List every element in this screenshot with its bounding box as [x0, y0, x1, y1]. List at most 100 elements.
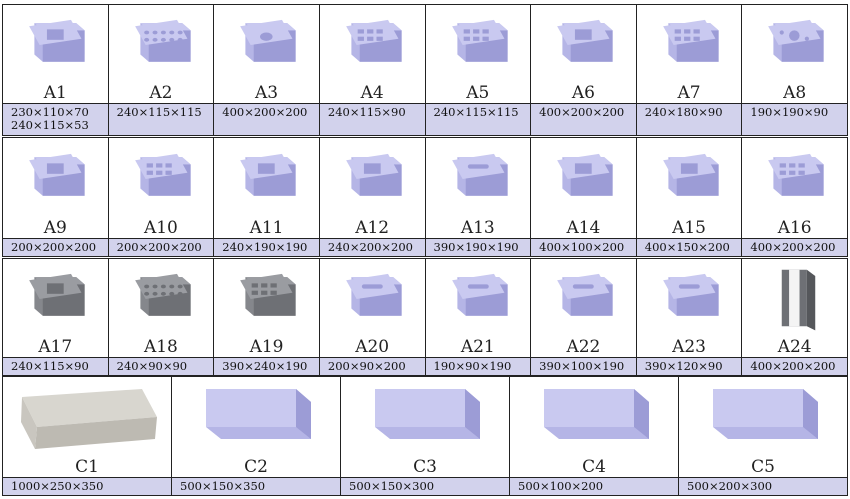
block-code-label: C1: [75, 457, 99, 477]
dimension-text: 240×180×90: [644, 105, 723, 119]
curbstone-icon: [172, 377, 340, 457]
block-code-label: A24: [777, 337, 812, 357]
block-dimensions: 240×190×190: [214, 239, 320, 257]
block-code-label: A5: [466, 83, 490, 103]
catalog-cell: A4: [319, 4, 426, 104]
block-code-label: A22: [566, 337, 601, 357]
block-code-label: C2: [244, 457, 268, 477]
block-dimensions: 400×100×200: [531, 239, 637, 257]
concrete-curbstone-icon: [3, 377, 171, 457]
dimension-text: 500×100×200: [518, 479, 604, 493]
block-code-label: C5: [751, 457, 775, 477]
block-dimensions: 400×200×200: [214, 104, 320, 136]
dimension-text: 200×90×200: [327, 359, 406, 373]
block-code-label: A11: [249, 218, 284, 238]
dimension-text: 240×115×115: [433, 105, 519, 119]
curbstone-icon: [341, 377, 509, 457]
block-code-label: A19: [249, 337, 284, 357]
catalog-cell: A14: [531, 137, 637, 239]
double-cell-block-icon: [742, 138, 847, 218]
dimension-text: 390×190×190: [433, 240, 519, 254]
dimension-text: 400×200×200: [222, 105, 308, 119]
block-dimensions: 500×100×200: [510, 478, 679, 496]
block-dimensions: 240×115×90: [319, 104, 426, 136]
catalog-cell: A7: [636, 4, 743, 104]
block-code-label: A1: [43, 83, 67, 103]
catalog-cell: A15: [636, 137, 743, 239]
upright-slot-block-icon: [320, 259, 425, 337]
block-code-label: A2: [149, 83, 173, 103]
single-cell-block-icon: [3, 138, 108, 218]
multi-hole-block-icon: [426, 5, 531, 83]
block-dimensions: 390×240×190: [214, 358, 320, 376]
catalog-cell: C3: [341, 376, 510, 478]
dimension-text: 400×100×200: [539, 240, 625, 254]
catalog-cell: C1: [2, 376, 172, 478]
block-dimensions: 400×150×200: [636, 239, 743, 257]
round-hole-block-icon: [214, 5, 319, 83]
perforated-brick-icon: [109, 5, 214, 83]
block-code-label: C4: [582, 457, 606, 477]
catalog-cell: A2: [108, 4, 215, 104]
dimension-text: 400×150×200: [644, 240, 730, 254]
block-dimensions: 400×200×200: [742, 358, 848, 376]
block-code-label: A21: [460, 337, 495, 357]
dimension-text: 240×115×115: [116, 105, 202, 119]
block-dimensions: 390×100×190: [531, 358, 637, 376]
block-dimensions: 200×90×200: [319, 358, 426, 376]
block-code-label: A16: [777, 218, 812, 238]
block-dimensions: 190×190×90: [742, 104, 848, 136]
catalog-cell: C5: [679, 376, 848, 478]
dimension-text: 200×200×200: [11, 240, 97, 254]
block-code-label: A20: [355, 337, 390, 357]
block-dimensions: 1000×250×350: [2, 478, 172, 496]
block-code-label: A12: [355, 218, 390, 238]
catalog-cell: C4: [510, 376, 679, 478]
catalog-cell: A9: [2, 137, 109, 239]
block-dimensions: 200×200×200: [108, 239, 215, 257]
block-code-label: A18: [143, 337, 178, 357]
catalog-cell: A3: [214, 4, 320, 104]
block-code-label: A23: [672, 337, 707, 357]
catalog-cell: A16: [742, 137, 848, 239]
catalog-cell: A12: [319, 137, 426, 239]
dimension-text: 200×200×200: [116, 240, 202, 254]
lintel-block-icon: [320, 138, 425, 218]
catalog-cell: A6: [531, 4, 637, 104]
catalog-cell: A20: [319, 258, 426, 358]
catalog-cell: A23: [636, 258, 743, 358]
dimension-text: 240×190×190: [222, 240, 308, 254]
dimension-text: 500×150×300: [349, 479, 435, 493]
dimension-text: 240×115×90: [327, 105, 406, 119]
block-code-label: A3: [255, 83, 279, 103]
four-cell-block-icon: [109, 138, 214, 218]
block-dimensions: 500×200×300: [679, 478, 848, 496]
catalog-cell: A18: [108, 258, 215, 358]
block-dimensions: 240×200×200: [319, 239, 426, 257]
dimension-text: 1000×250×350: [11, 479, 104, 493]
dimension-text: 400×200×200: [539, 105, 625, 119]
dimension-text: 390×100×190: [539, 359, 625, 373]
block-code-label: A15: [672, 218, 707, 238]
grey-hollow-brick-icon: [3, 259, 108, 337]
catalog-cell: A13: [425, 137, 532, 239]
dimension-text: 500×200×300: [687, 479, 773, 493]
grid-hole-block-icon: [637, 5, 742, 83]
block-code-label: A13: [460, 218, 495, 238]
hollow-block-icon: [637, 138, 742, 218]
block-code-label: A8: [783, 83, 807, 103]
block-code-label: A10: [143, 218, 178, 238]
block-dimensions: 500×150×350: [172, 478, 341, 496]
catalog-cell: A17: [2, 258, 109, 358]
dimension-text: 500×150×350: [180, 479, 266, 493]
catalog-cell: A21: [425, 258, 532, 358]
dimension-band-2: 200×200×200 200×200×200 240×190×190 240×200…: [2, 239, 848, 257]
dimension-text: 190×90×190: [433, 359, 512, 373]
block-dimensions: 240×115×115: [108, 104, 215, 136]
dimension-band-4: 1000×250×350 500×150×350 500×150×300 500×10…: [2, 478, 848, 496]
